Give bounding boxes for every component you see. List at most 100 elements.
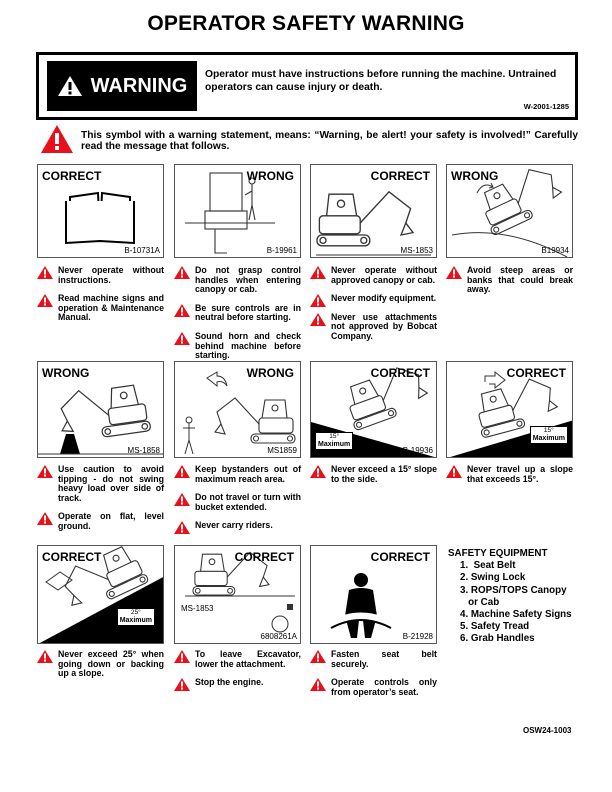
safety-equipment-item: 2. Swing Lock <box>460 572 526 584</box>
alert-triangle-icon <box>37 650 53 666</box>
alert-triangle-icon <box>310 266 326 282</box>
warning-note: Keep bystanders out of maximum reach are… <box>174 464 301 484</box>
warning-note-text: Fasten seat belt securely. <box>331 649 437 669</box>
panel-verdict-label: WRONG <box>451 169 499 183</box>
alert-triangle-icon <box>37 465 53 481</box>
warning-note: Operate on flat, level ground. <box>37 512 164 531</box>
warning-note: Fasten seat belt securely. <box>310 649 437 669</box>
alert-triangle-icon <box>310 650 326 666</box>
warning-note-text: Operate controls only from operator’s se… <box>331 677 437 697</box>
excavator-bystander-icon <box>183 371 296 455</box>
warning-note-text: Never modify equipment. <box>331 293 437 304</box>
alert-triangle-icon <box>310 465 326 481</box>
excavator-lowered-attachment-icon <box>185 551 295 633</box>
alert-triangle-icon <box>174 678 190 694</box>
warning-note: Never travel up a slope that exceeds 15°… <box>446 464 573 484</box>
alert-triangle-icon <box>174 331 190 348</box>
alert-triangle-icon <box>37 294 53 310</box>
warning-note-text: Never use attachments not approved by Bo… <box>331 311 437 341</box>
alert-symbol-icon <box>41 125 73 153</box>
warning-note: Do not travel or turn with bucket extend… <box>174 492 301 512</box>
warning-note: Do not grasp control handles when enteri… <box>174 265 301 295</box>
excavator-tipping-load-icon <box>38 384 163 455</box>
warning-note: Avoid steep areas or banks that could br… <box>446 265 573 295</box>
safety-equipment-item: 5. Safety Tread <box>460 621 530 633</box>
warning-notes: Avoid steep areas or banks that could br… <box>446 265 573 304</box>
figure-code: MS-1786 <box>536 446 569 455</box>
safety-equipment-item: or Cab <box>460 596 500 608</box>
warning-note-text: Use caution to avoid tipping - do not sw… <box>58 464 164 503</box>
warning-notes: Never operate without approved canopy or… <box>310 265 437 351</box>
illustration-panel-8: CORRECT MS-1786 15°Maximum <box>446 361 573 458</box>
warning-label: WARNING <box>90 74 188 97</box>
warning-notes: Use caution to avoid tipping - do not sw… <box>37 464 164 541</box>
alert-triangle-icon <box>310 294 326 310</box>
warning-label-block: WARNING <box>47 61 197 111</box>
page-title: OPERATOR SAFETY WARNING <box>147 12 465 35</box>
figure-code: MS-1853 <box>400 246 433 255</box>
alert-triangle-icon <box>174 650 190 666</box>
alert-triangle-icon <box>310 312 326 329</box>
book-icon <box>65 191 135 245</box>
alert-triangle-icon <box>174 493 190 509</box>
warning-note-text: Do not travel or turn with bucket extend… <box>195 492 301 512</box>
panel-verdict-label: WRONG <box>246 169 294 183</box>
safety-equipment-item: 6. Grab Handles <box>460 633 535 645</box>
warning-text: Operator must have instructions before r… <box>205 69 557 93</box>
excavator-with-canopy-icon <box>316 190 431 256</box>
warning-note-text: Sound horn and check behind machine befo… <box>195 330 301 361</box>
safety-equipment-item: 3. ROPS/TOPS Canopy <box>460 584 567 596</box>
warning-notes: Never travel up a slope that exceeds 15°… <box>446 464 573 493</box>
warning-note: Never exceed a 15° slope to the side. <box>310 464 437 484</box>
figure-code-secondary: MS-1853 <box>181 604 214 613</box>
panel-verdict-label: CORRECT <box>370 550 430 564</box>
panel-verdict-label: CORRECT <box>370 366 430 380</box>
warning-code: W-2001-1285 <box>523 102 569 111</box>
excavator-down-slope-icon <box>39 546 163 643</box>
slope-maximum-label: 15°Maximum <box>315 432 354 450</box>
warning-note-text: Never exceed a 15° slope to the side. <box>331 464 437 484</box>
slope-maximum-label: 15°Maximum <box>529 426 568 444</box>
warning-note: Never exceed 25° when going down or back… <box>37 649 164 679</box>
warning-note-text: Operate on flat, level ground. <box>58 511 164 531</box>
warning-note-text: Stop the engine. <box>195 677 264 688</box>
alert-triangle-icon <box>174 521 190 537</box>
alert-triangle-icon <box>310 678 326 694</box>
panel-verdict-label: CORRECT <box>370 169 430 183</box>
panel-verdict-label: CORRECT <box>234 550 294 564</box>
safety-equipment-item: 1. Seat Belt <box>460 560 516 572</box>
warning-note: Never modify equipment. <box>310 293 437 308</box>
panel-verdict-label: WRONG <box>42 366 90 380</box>
seat-belt-icon <box>329 573 393 638</box>
illustration-panel-4: WRONG B19934 <box>446 164 573 258</box>
alert-triangle-icon <box>174 303 190 320</box>
warning-notes: Do not grasp control handles when enteri… <box>174 265 301 370</box>
slope-maximum-label: 25°Maximum <box>116 608 155 626</box>
illustration-panel-5: WRONG MS-1858 <box>37 361 164 458</box>
warning-notes: Never exceed a 15° slope to the side. <box>310 464 437 493</box>
warning-box: WARNING Operator must have instructions … <box>36 52 578 120</box>
alert-triangle-icon <box>446 465 462 481</box>
excavator-entering-cab-icon <box>185 172 275 254</box>
warning-note-text: Be sure controls are in neutral before s… <box>195 302 301 323</box>
warning-note-text: Keep bystanders out of maximum reach are… <box>195 464 301 484</box>
warning-note: Read machine signs and operation & Maint… <box>37 293 164 323</box>
warning-notes: Never exceed 25° when going down or back… <box>37 649 164 688</box>
figure-code: MS-1861 <box>127 632 160 641</box>
warning-note: Use caution to avoid tipping - do not sw… <box>37 464 164 503</box>
warning-note-text: Avoid steep areas or banks that could br… <box>467 265 573 295</box>
warning-note: Operate controls only from operator’s se… <box>310 677 437 697</box>
warning-note-text: Never exceed 25° when going down or back… <box>58 649 164 679</box>
illustration-panel-9: CORRECT MS-1861 25°Maximum <box>37 545 164 644</box>
figure-code: MS-1858 <box>127 446 160 455</box>
warning-note-text: To leave Excavator, lower the attachment… <box>195 649 301 669</box>
panel-verdict-label: CORRECT <box>506 366 566 380</box>
symbol-explanation: This symbol with a warning statement, me… <box>81 130 578 152</box>
figure-code: B19934 <box>541 246 569 255</box>
panel-verdict-label: CORRECT <box>42 550 102 564</box>
alert-triangle-icon <box>37 266 53 282</box>
footer-code: OSW24-1003 <box>523 726 572 735</box>
safety-equipment-item: 4. Machine Safety Signs <box>460 609 572 621</box>
warning-notes: To leave Excavator, lower the attachment… <box>174 649 301 697</box>
